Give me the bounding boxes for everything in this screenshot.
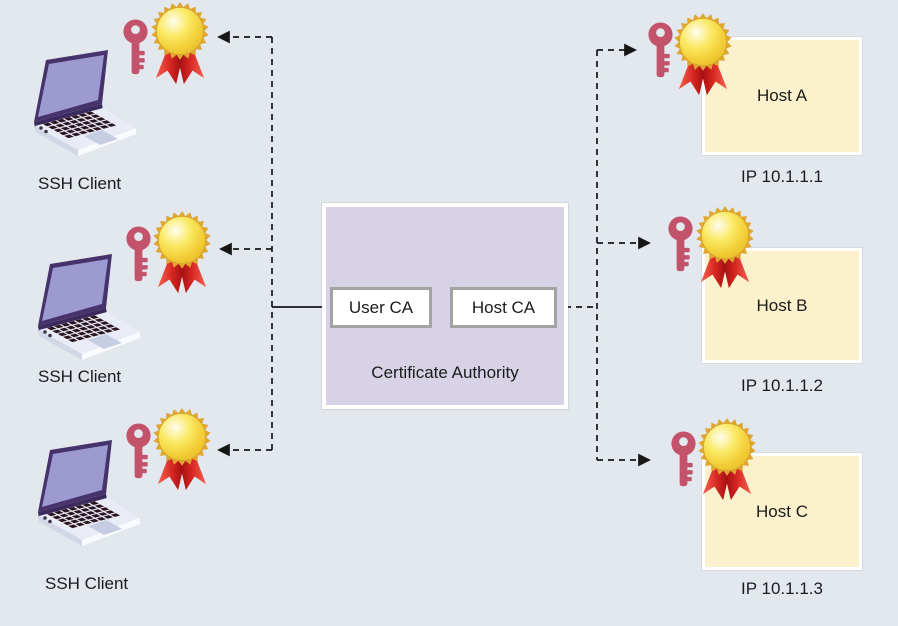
host-ca-box: Host CA (450, 287, 557, 328)
certificate-medal-icon (672, 12, 734, 97)
host-ip-label: IP 10.1.1.3 (741, 579, 823, 598)
certificate-medal-icon (149, 1, 211, 86)
certificate-medal-icon (696, 417, 758, 502)
host-box-c: Host C (702, 453, 862, 570)
certificate-medal-icon (151, 210, 213, 295)
host-ip-label: IP 10.1.1.2 (741, 376, 823, 395)
key-icon (121, 19, 150, 77)
user-ca-box: User CA (330, 287, 432, 328)
key-icon (124, 423, 153, 481)
certificate-medal-icon (151, 407, 213, 492)
key-icon (669, 431, 698, 489)
ssh-client-label: SSH Client (38, 174, 122, 193)
host-box-a: Host A (702, 37, 862, 155)
key-icon (646, 22, 675, 80)
ssh-client-label: SSH Client (45, 574, 129, 593)
certificate-medal-icon (694, 205, 756, 290)
ssh-client-label: SSH Client (38, 367, 122, 386)
key-icon (666, 216, 695, 274)
certificate-authority-caption: Certificate Authority (371, 363, 519, 382)
host-ip-label: IP 10.1.1.1 (741, 167, 823, 186)
key-icon (124, 226, 153, 284)
